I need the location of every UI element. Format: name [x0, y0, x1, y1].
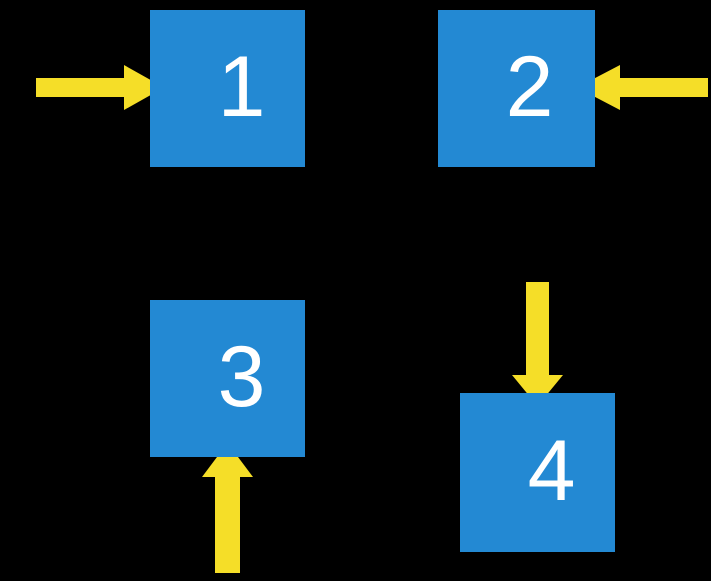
box-1-label: 1 [217, 38, 266, 135]
arrow-into-box-3 [202, 443, 253, 573]
box-4[interactable]: 4 [460, 393, 615, 552]
arrow-into-box-2 [577, 65, 708, 111]
arrow-into-box-1 [36, 65, 164, 111]
box-3[interactable]: 3 [150, 300, 305, 457]
box-2-label: 2 [505, 38, 554, 135]
box-4-label: 4 [527, 422, 576, 519]
box-1[interactable]: 1 [150, 10, 305, 167]
box-2[interactable]: 2 [438, 10, 595, 167]
box-3-label: 3 [217, 328, 266, 425]
arrow-into-box-4 [512, 282, 563, 406]
